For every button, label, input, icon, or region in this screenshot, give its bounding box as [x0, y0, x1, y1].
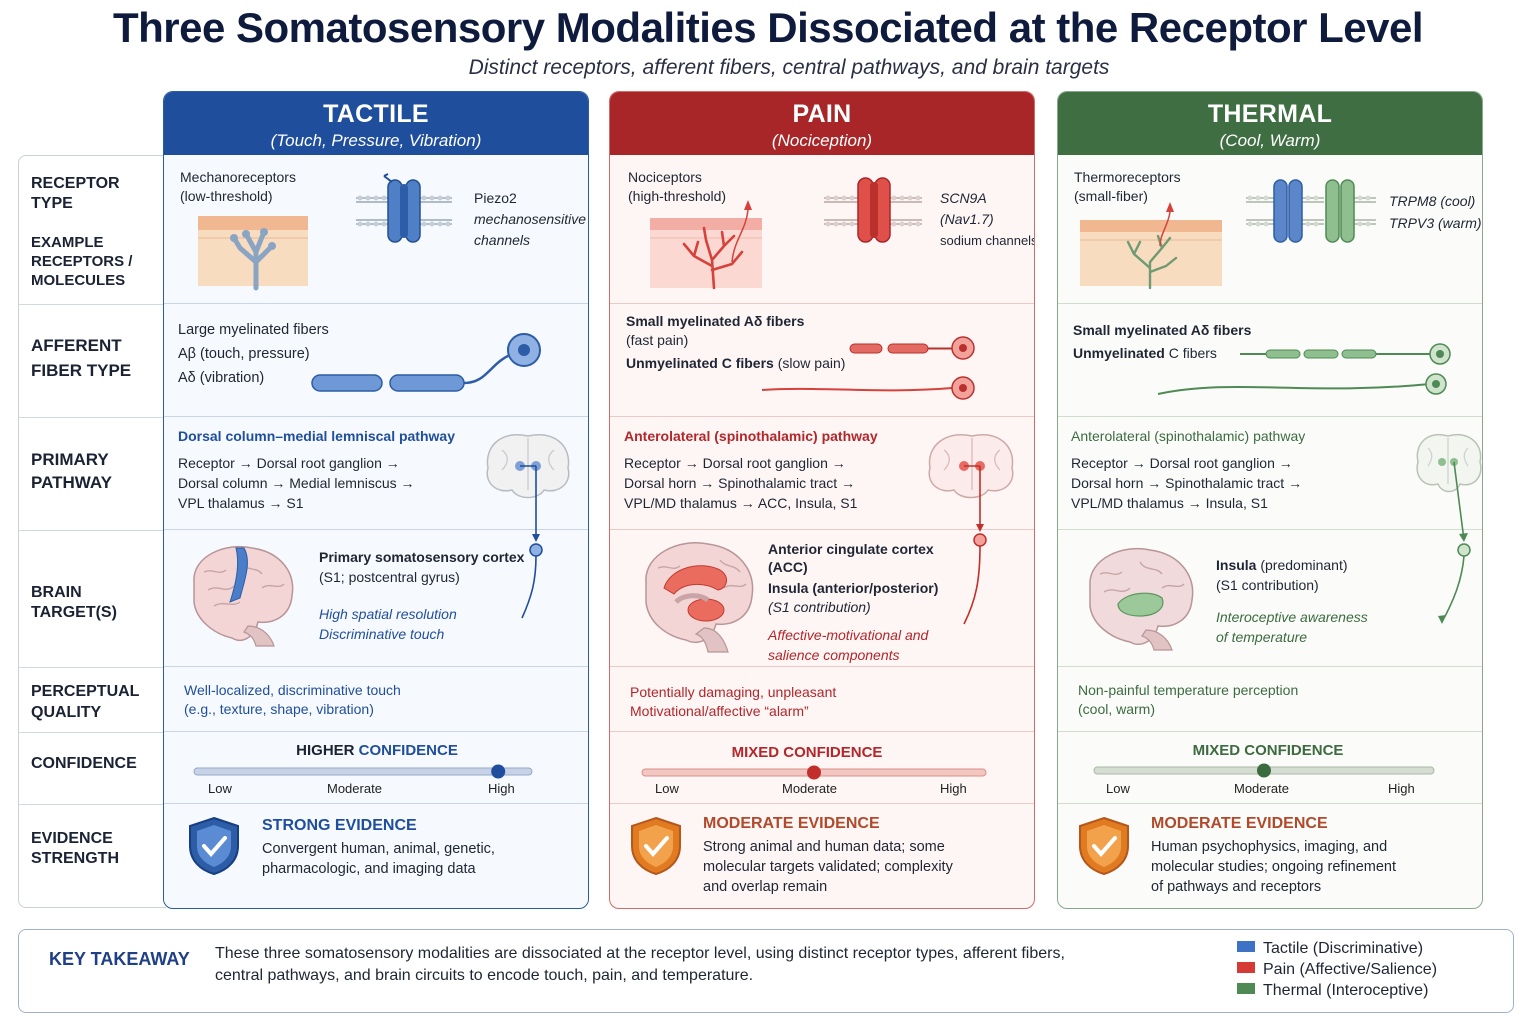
tactile-brain-target: Primary somatosensory cortex	[319, 549, 525, 565]
thermal-molecule: TRPM8 (cool)TRPV3 (warm)	[1389, 193, 1482, 231]
tactile-scale-low: Low	[208, 781, 232, 796]
legend-item-thermal: Thermal (Interoceptive)	[1237, 982, 1428, 1000]
tactile-perceptual-quality: Well-localized, discriminative touch(e.g…	[184, 682, 401, 717]
page-title: Three Somatosensory Modalities Dissociat…	[112, 4, 1424, 51]
tactile-confidence-label: HIGHER CONFIDENCE	[296, 742, 458, 759]
thermal-scale-moderate: Moderate	[1234, 781, 1289, 796]
tactile-pathway-title: Dorsal column–medial lemniscal pathway	[178, 428, 455, 444]
thermal-fiber-adelta: Small myelinated Aδ fibers	[1073, 322, 1252, 338]
pain-receptor-type: Nociceptors(high-threshold)	[628, 169, 727, 204]
pain-brain-acc-insula-illustration	[645, 542, 754, 653]
pain-brain-s1: (S1 contribution)	[768, 599, 871, 615]
pain-brain-pathway-icon	[928, 434, 1014, 625]
pain-confidence-label: MIXED CONFIDENCE	[731, 744, 883, 761]
thermal-brain-insula: Insula (predominant)	[1216, 557, 1348, 573]
pain-scale-low: Low	[655, 781, 679, 796]
thermal-brain-pathway-icon	[1416, 433, 1482, 624]
tactile-confidence-slider	[193, 764, 533, 779]
tactile-scale-high: High	[488, 781, 515, 796]
thermal-pathway-steps: Receptor → Dorsal root ganglion →Dorsal …	[1071, 455, 1303, 511]
pain-brain-insula: Insula (anterior/posterior)	[768, 580, 939, 596]
pain-scale-high: High	[940, 781, 967, 796]
thermal-perceptual-quality: Non-painful temperature perception(cool,…	[1078, 682, 1299, 717]
pain-pathway-title: Anterolateral (spinothalamic) pathway	[624, 428, 878, 444]
tactile-fiber-illustration	[311, 333, 541, 392]
legend-item-pain: Pain (Affective/Salience)	[1237, 961, 1437, 979]
pain-confidence-slider	[641, 765, 987, 780]
tactile-brain-s1-illustration	[193, 545, 294, 647]
row-label-brain-targets: BRAIN TARGET(S)	[31, 584, 117, 621]
shield-check-icon	[189, 816, 239, 876]
skin-nociceptor-illustration	[650, 200, 762, 290]
trp-channels-icon	[1246, 179, 1376, 243]
thermal-fiber-c: Unmyelinated C fibers	[1073, 345, 1217, 361]
thermal-confidence-slider	[1093, 763, 1435, 778]
legend-item-tactile: Tactile (Discriminative)	[1237, 940, 1423, 958]
thermal-fiber-illustration	[1157, 343, 1451, 395]
tactile-pathway-steps: Receptor → Dorsal root ganglion →Dorsal …	[178, 455, 415, 511]
nav17-channel-icon	[824, 177, 922, 243]
skin-thermoreceptor-illustration	[1080, 202, 1222, 290]
pain-pathway-steps: Receptor → Dorsal root ganglion →Dorsal …	[624, 455, 858, 511]
row-label-confidence: CONFIDENCE	[31, 755, 137, 772]
thermal-scale-high: High	[1388, 781, 1415, 796]
page-subtitle: Distinct receptors, afferent fibers, cen…	[468, 56, 1110, 79]
pain-column: PAIN (Nociception) Nociceptors(high-thre…	[609, 91, 1035, 909]
tactile-header: TACTILE (Touch, Pressure, Vibration)	[164, 92, 588, 155]
shield-check-icon	[1079, 816, 1129, 876]
piezo2-channel-icon	[356, 173, 452, 243]
shield-check-icon	[631, 816, 681, 876]
key-takeaway-title: KEY TAKEAWAY	[49, 949, 190, 969]
thermal-column: THERMAL (Cool, Warm) Thermoreceptors(sma…	[1057, 91, 1483, 909]
tactile-scale-moderate: Moderate	[327, 781, 382, 796]
pain-evidence-title: MODERATE EVIDENCE	[703, 815, 880, 832]
thermal-brain-insula-illustration	[1089, 548, 1194, 651]
thermal-scale-low: Low	[1106, 781, 1130, 796]
pain-fiber-adelta: Small myelinated Aδ fibers(fast pain)	[626, 313, 805, 348]
pain-fiber-illustration	[761, 336, 975, 400]
pain-brain-acc: Anterior cingulate cortex(ACC)	[768, 541, 934, 575]
thermal-confidence-label: MIXED CONFIDENCE	[1192, 742, 1344, 759]
pain-molecule: SCN9A(Nav1.7)sodium channels	[940, 190, 1035, 248]
tactile-receptor-type: Mechanoreceptors(low-threshold)	[180, 169, 296, 204]
skin-mechanoreceptor-illustration	[198, 216, 308, 291]
thermal-pathway-title: Anterolateral (spinothalamic) pathway	[1071, 428, 1306, 444]
key-takeaway-panel: KEY TAKEAWAY These three somatosensory m…	[18, 929, 1514, 1013]
thermal-header: THERMAL (Cool, Warm)	[1058, 92, 1482, 155]
tactile-brain-target-detail: (S1; postcentral gyrus)	[319, 569, 460, 585]
key-takeaway-text: These three somatosensory modalities are…	[215, 945, 1065, 984]
thermal-brain-s1: (S1 contribution)	[1216, 577, 1319, 593]
tactile-evidence-text: Convergent human, animal, genetic,pharma…	[262, 841, 495, 877]
pain-header: PAIN (Nociception)	[610, 92, 1034, 155]
tactile-evidence-title: STRONG EVIDENCE	[262, 817, 417, 834]
pain-scale-moderate: Moderate	[782, 781, 837, 796]
tactile-column: TACTILE (Touch, Pressure, Vibration) Mec…	[163, 91, 589, 909]
thermal-receptor-type: Thermoreceptors(small-fiber)	[1074, 169, 1181, 204]
tactile-brain-pathway-icon	[486, 434, 570, 619]
thermal-evidence-title: MODERATE EVIDENCE	[1151, 815, 1328, 832]
pain-fiber-c: Unmyelinated C fibers (slow pain)	[626, 355, 846, 371]
